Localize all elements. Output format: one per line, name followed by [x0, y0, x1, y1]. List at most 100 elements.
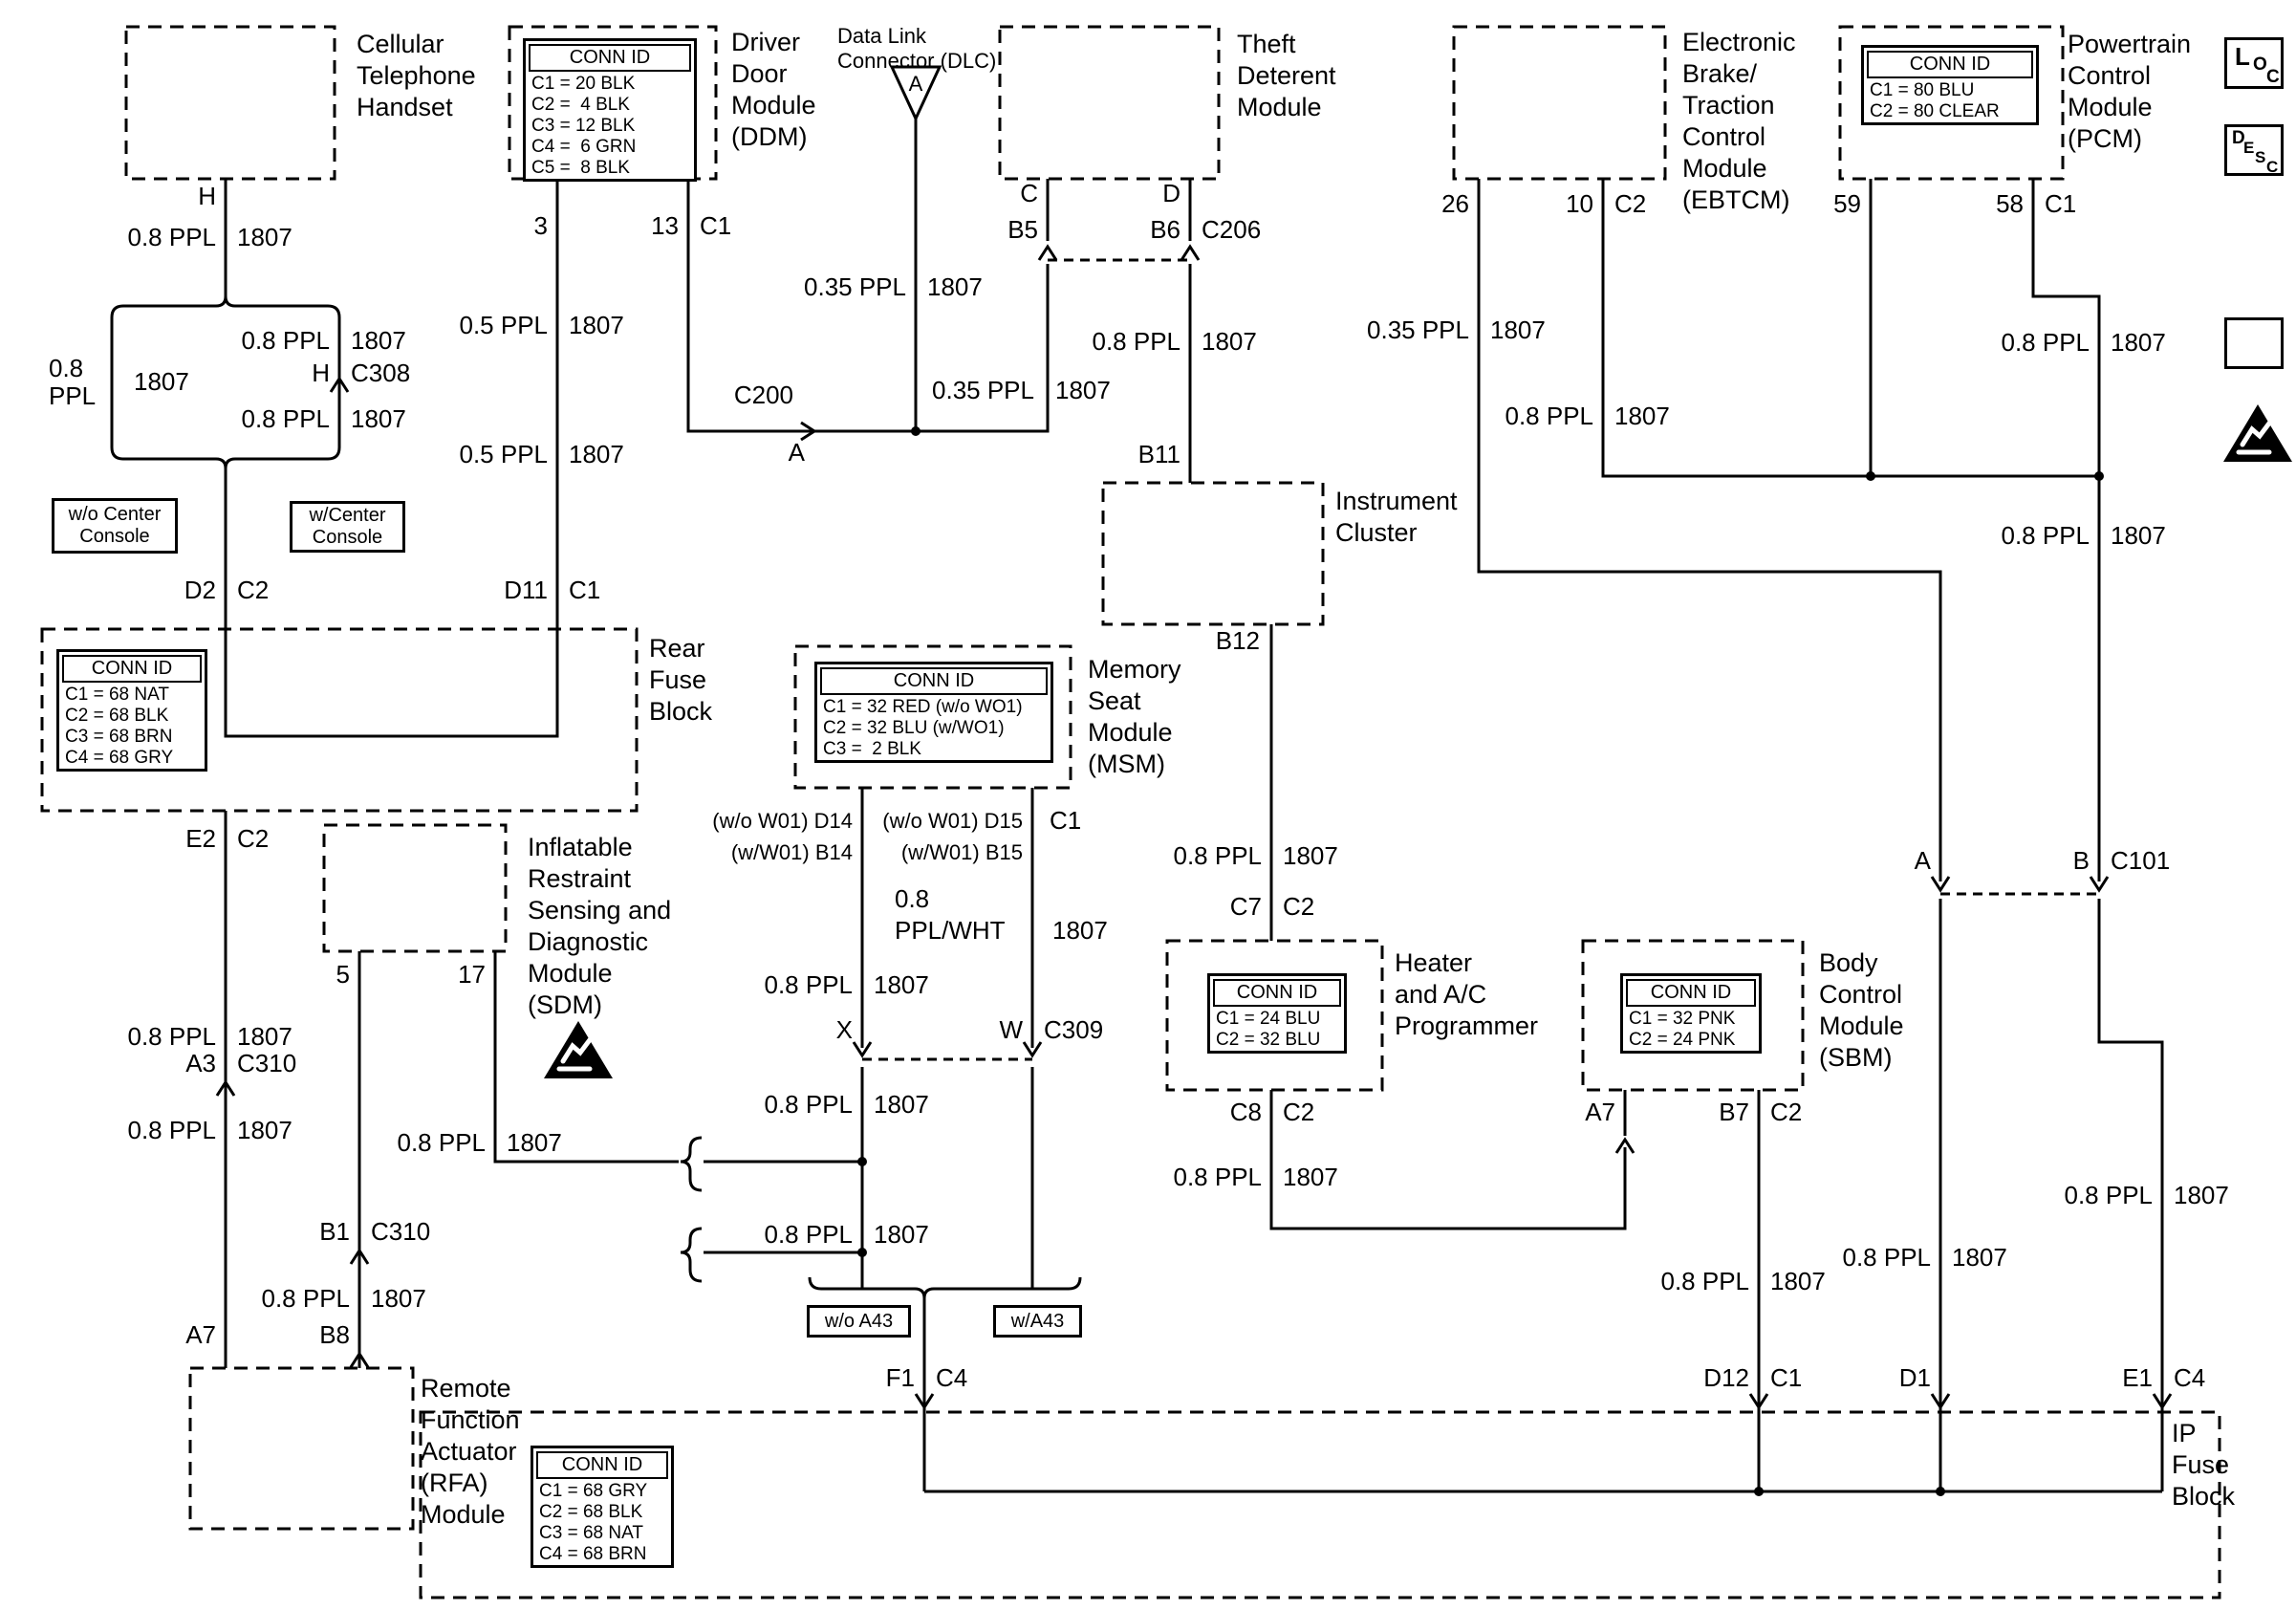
pin-label: 17: [458, 960, 486, 990]
wire-label: 0.8 PPL: [397, 1128, 486, 1158]
pin-label: 1807: [134, 367, 189, 397]
heater-title: Heater and A/C Programmer: [1395, 948, 1539, 1040]
pin-label: 0.8: [895, 884, 930, 914]
wire-label: 1807: [351, 326, 406, 356]
ddm-conn-row: C3 = 12 BLK: [531, 116, 636, 136]
back-arrow-icon: [2224, 317, 2284, 369]
dlc-title: Data Link Connector (DLC): [837, 24, 997, 73]
wire-label: 0.8 PPL: [764, 1220, 853, 1250]
wire-label: B1: [319, 1217, 350, 1247]
brace: [808, 1276, 1082, 1299]
pin-label: B8: [319, 1320, 350, 1350]
wire-label: 1807: [569, 440, 624, 469]
pin-label: A: [788, 438, 805, 468]
connector-arrow: [800, 421, 817, 442]
junction-dot: [857, 1157, 867, 1166]
desc-icon-letter: E: [2243, 139, 2255, 157]
ebtcm-10-wire: [1601, 179, 2099, 478]
junction-dot: [1754, 1487, 1764, 1496]
wire-label: 1807: [1055, 376, 1111, 405]
wire-label: C2: [1283, 892, 1315, 922]
ddm-conn-row: C5 = 8 BLK: [531, 158, 630, 178]
pin-label: 26: [1441, 189, 1469, 219]
wire-label: D2: [184, 576, 216, 605]
pin-label: H: [198, 182, 216, 211]
wire-label: W: [999, 1015, 1023, 1045]
instrument-title: Instrument Cluster: [1335, 487, 1458, 547]
ddm-conn-row: C2 = 4 BLK: [531, 95, 630, 115]
body-control-module-box: [1581, 939, 1805, 1092]
pcm-title: Powertrain Control Module (PCM): [2068, 30, 2192, 153]
wire-label: C4: [2174, 1363, 2206, 1393]
wire-label: 0.8 PPL: [2001, 521, 2090, 551]
wire-label: C8: [1229, 1098, 1262, 1127]
wire-label: 1807: [874, 970, 929, 1000]
junction-dot: [857, 1248, 867, 1257]
connector-arrow: [852, 1041, 873, 1058]
desc-icon-letter: S: [2255, 148, 2266, 166]
wire-label: C2: [237, 576, 270, 605]
rear-conn-row: C2 = 68 BLK: [65, 706, 169, 726]
connector-arrow: [329, 376, 350, 393]
sdm-pin17-wire: [493, 951, 679, 1164]
heater-ac-programmer-box: [1165, 939, 1384, 1092]
wire-label: C1: [569, 576, 601, 605]
wire-label: 0.8 PPL: [241, 404, 330, 434]
pin-label: B11: [1137, 440, 1180, 469]
pin-label: B12: [1215, 626, 1260, 656]
wire-label: 0.8 PPL: [2001, 328, 2090, 358]
wire-label: 0.5 PPL: [459, 311, 548, 340]
wire-label: 0.8 PPL: [127, 1022, 216, 1052]
wire-label: B7: [1719, 1098, 1749, 1127]
bcm-conn-row: C2 = 24 PNK: [1629, 1030, 1736, 1050]
wire-label: 1807: [2111, 328, 2166, 358]
wire-label: C2: [1283, 1098, 1315, 1127]
wire-label: 0.5 PPL: [459, 440, 548, 469]
junction-dot: [911, 426, 921, 436]
connector-arrow: [349, 1248, 370, 1265]
connector-arrow: [215, 1079, 236, 1097]
wire-label: 1807: [2174, 1181, 2229, 1210]
ddm-conn-row: C4 = 6 GRN: [531, 137, 637, 157]
wire-label: B6: [1150, 215, 1180, 245]
connector-arrow: [1930, 1393, 1951, 1410]
wire-label: 0.8 PPL: [127, 1116, 216, 1145]
connector-arrow: [1614, 1137, 1635, 1154]
connector-arrow: [1930, 876, 1951, 893]
msm-title: Memory Seat Module (MSM): [1088, 655, 1181, 778]
wire-label: C308: [351, 359, 411, 388]
ip-conn-row: C1 = 68 GRY: [539, 1481, 648, 1501]
wire-label: 0.8 PPL: [1173, 841, 1262, 871]
wire-label: 1807: [1283, 841, 1338, 871]
rear-conn-header: CONN ID: [62, 655, 202, 683]
pin-label: 59: [1833, 189, 1861, 219]
wire-label: C2: [1614, 189, 1647, 219]
pin-label: C: [1020, 179, 1038, 208]
heater-conn-header: CONN ID: [1213, 979, 1341, 1007]
loc-icon-letter: C: [2266, 67, 2280, 87]
wire-label: 0.35 PPL: [1367, 315, 1469, 345]
wire-label: 0.8 PPL: [1842, 1243, 1931, 1273]
wire-label: 13: [651, 211, 679, 241]
wire-label: 0.8 PPL: [241, 326, 330, 356]
w-a43-tag: w/A43: [993, 1305, 1082, 1338]
wire-label: E2: [185, 824, 216, 854]
pin-label: 1807: [1052, 916, 1108, 946]
rear-conn-row: C3 = 68 BRN: [65, 727, 173, 747]
ddm-title: Driver Door Module (DDM): [731, 28, 816, 151]
ebtcm-title: Electronic Brake/ Traction Control Modul…: [1682, 28, 1796, 214]
connector-arrow: [1748, 1393, 1769, 1410]
wire-label: 1807: [237, 223, 292, 252]
esd-hand-glyph: [556, 1034, 595, 1072]
ip-fuse-title: IP Fuse Block: [2172, 1419, 2236, 1511]
cellular-telephone-handset-box: [124, 25, 336, 181]
wire-label: 0.8 PPL: [1660, 1267, 1749, 1296]
pin-label: A: [908, 72, 923, 97]
pin-label: C200: [733, 381, 793, 410]
wire-label: 1807: [1490, 315, 1546, 345]
wire-label: C7: [1229, 892, 1262, 922]
